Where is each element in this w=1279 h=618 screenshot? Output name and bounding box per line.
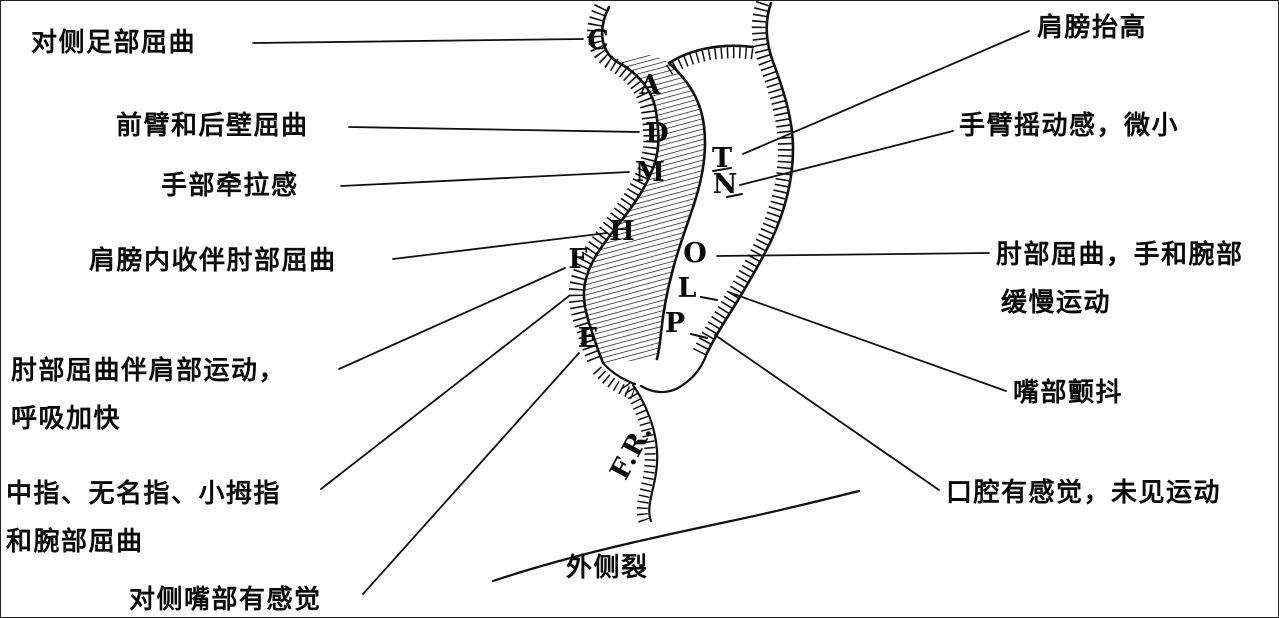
point-letter-E: E (578, 323, 599, 354)
label-mouth-trembling: 嘴部颤抖 (1013, 377, 1123, 407)
leader-line-oral-sensation (714, 334, 940, 491)
label-oral-sensation-no-movement: 口腔有感觉，未见运动 (946, 477, 1221, 507)
point-letter-F: F (568, 244, 587, 275)
leader-line-foot-flexion (252, 38, 584, 44)
mouth-fold-left-curve (601, 361, 637, 386)
label-shoulder-elevation: 肩膀抬高 (1037, 12, 1147, 42)
top-gyrus-edge (667, 44, 755, 65)
point-letter-P: P (665, 308, 685, 339)
label-forearm-flexion: 前臂和后壁屈曲 (116, 110, 309, 140)
hatched-gyrus-band (583, 54, 705, 363)
point-letter-H: H (609, 216, 635, 247)
point-letter-N: N (713, 169, 738, 200)
point-letter-M: M (635, 157, 665, 188)
hatch-fringe-fr-curve (621, 381, 656, 523)
tick-mark (690, 333, 708, 339)
label-finger-wrist-flexion-line1: 中指、无名指、小拇指 (6, 478, 281, 508)
mouth-fold-right-curve (639, 351, 709, 394)
label-shoulder-adduction-elbow-flexion: 肩膀内收伴肘部屈曲 (89, 245, 337, 275)
point-letter-A: A (639, 70, 662, 101)
label-finger-wrist-flexion-line2: 和腕部屈曲 (6, 526, 144, 556)
label-hand-pull-sensation: 手部牵拉感 (161, 170, 299, 200)
leader-line-elbow-slow-movement (716, 252, 990, 257)
hatch-fringe-right-line (692, 1, 793, 357)
label-elbow-flexion-shoulder-movement-line1: 肘部屈曲伴肩部运动， (11, 355, 286, 385)
central-sulcus-anterior-line (582, 5, 660, 365)
point-letter-L: L (678, 273, 697, 304)
right-boundary-line (705, 1, 795, 355)
tick-mark (712, 167, 732, 172)
label-arm-shaking-sensation: 手臂摇动感，微小 (959, 110, 1179, 140)
fissure-rolando-curve (631, 383, 659, 523)
label-contralateral-mouth-sensation: 对侧嘴部有感觉 (129, 584, 322, 614)
leader-line-finger-wrist-flexion (320, 295, 570, 490)
tick-mark (726, 193, 743, 198)
leader-line-mouth-sensation (362, 352, 580, 595)
label-lateral-fissure: 外侧裂 (566, 552, 649, 582)
leader-line-elbow-flexion-breathing (338, 267, 566, 370)
point-letter-D: D (645, 118, 668, 149)
tick-mark (700, 296, 718, 301)
label-elbow-flexion-shoulder-movement-line2: 呼吸加快 (11, 403, 121, 433)
point-letter-O: O (683, 238, 707, 269)
central-sulcus-posterior-line (655, 61, 707, 361)
leader-line-hand-pull (340, 171, 630, 187)
point-letter-C: C (587, 25, 609, 56)
leader-line-shoulder-adduction (392, 232, 608, 260)
leader-line-forearm-flexion (348, 126, 640, 133)
hatch-fringe-left-sulcus (569, 3, 658, 366)
label-elbow-flexion-slow-movement-line1: 肘部屈曲，手和腕部 (996, 239, 1244, 269)
leader-line-shoulder-elevation (742, 30, 1030, 155)
label-elbow-flexion-slow-movement-line2: 缓慢运动 (1001, 287, 1111, 317)
lateral-fissure-curve (491, 489, 861, 583)
leader-line-mouth-trembling (730, 292, 1007, 392)
point-letter-T: T (712, 143, 732, 174)
leader-line-arm-shaking (739, 130, 954, 186)
label-foot-flexion: 对侧足部屈曲 (31, 27, 196, 57)
